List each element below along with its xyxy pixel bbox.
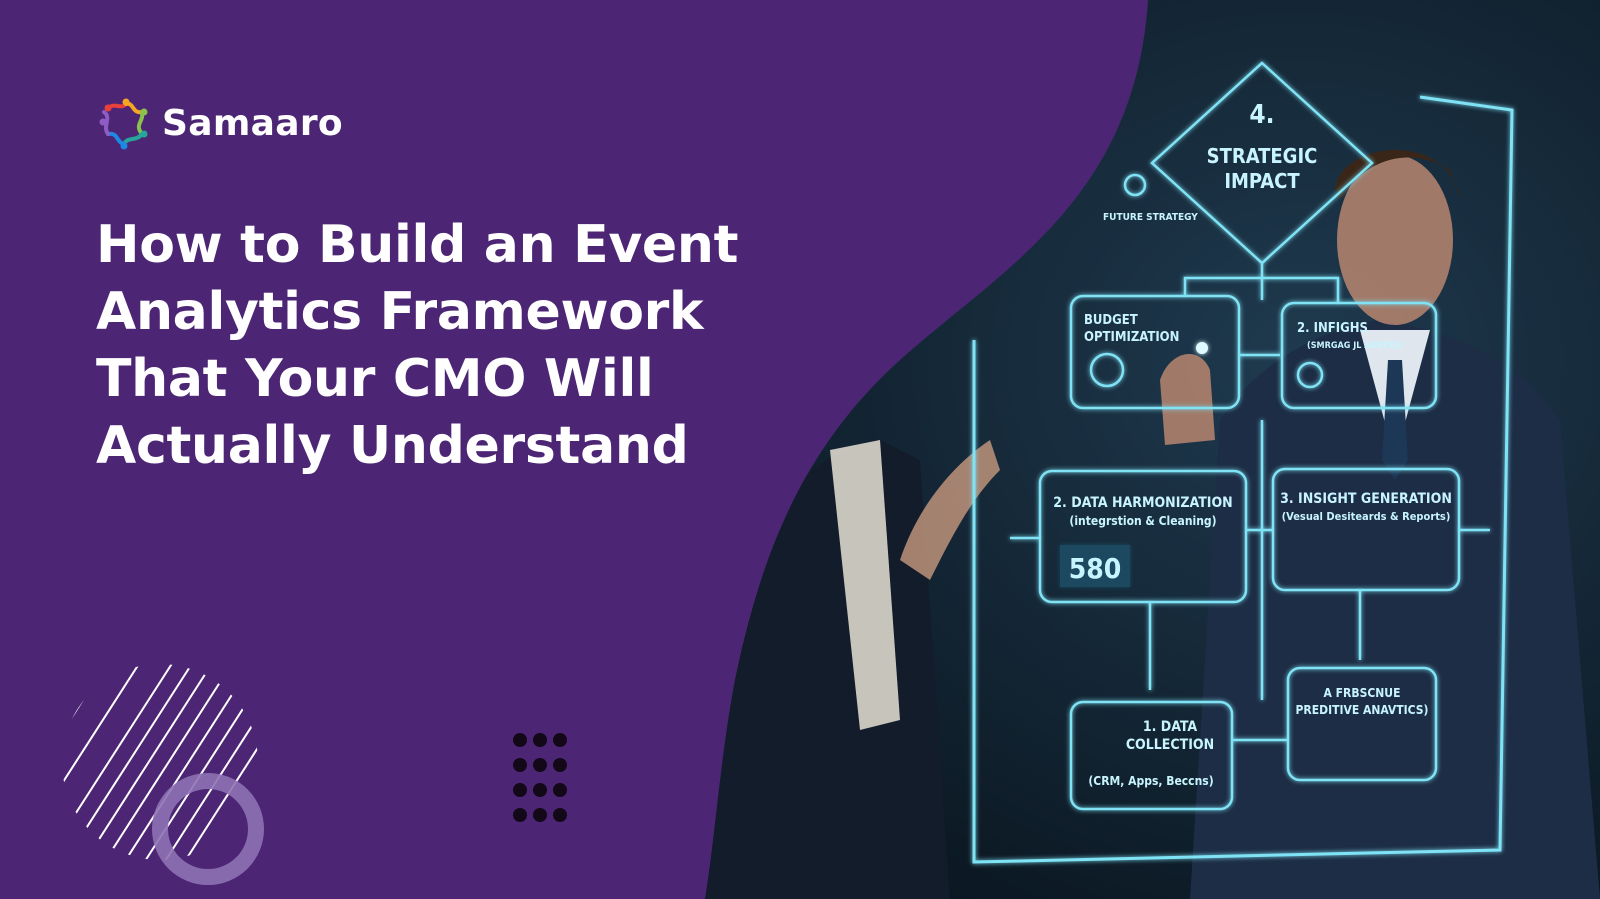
holo-data-collection-1: 1. DATA: [1143, 719, 1198, 735]
person-right-tie: [1382, 360, 1408, 480]
person-right-suit: [1190, 320, 1600, 899]
holo-impact: IMPACT: [1224, 169, 1300, 193]
person-right-hand: [1160, 353, 1215, 445]
page-title: How to Build an Event Analytics Framewor…: [96, 212, 796, 480]
holo-budget: BUDGET: [1084, 313, 1138, 328]
holo-insights-sub: (SMRGAG JL AARTKS): [1307, 341, 1404, 351]
brand-name: Samaaro: [162, 102, 343, 144]
person-right-face: [1337, 155, 1453, 325]
person-left: [705, 440, 950, 899]
holo-metric-580: 580: [1069, 552, 1122, 585]
dot: [513, 758, 527, 772]
touch-point: [1196, 342, 1208, 354]
dot: [553, 783, 567, 797]
person-right-hair: [1335, 150, 1460, 200]
dot: [553, 733, 567, 747]
holo-insights: 2. INFIGHS: [1297, 321, 1368, 336]
holo-data-harmonization: 2. DATA HARMONIZATION: [1053, 495, 1232, 511]
holo-data-collection-2: COLLECTION: [1126, 737, 1214, 753]
dot: [553, 808, 567, 822]
dot: [533, 758, 547, 772]
title-line-3: That Your CMO Will: [96, 349, 654, 409]
ring-decoration: [152, 773, 264, 885]
holo-predictive-1: A FRBSCNUE: [1324, 686, 1401, 700]
title-line-2: Analytics Framework: [96, 282, 704, 342]
dot: [513, 733, 527, 747]
brand-logo[interactable]: Samaaro: [98, 96, 343, 150]
holo-harmonization-sub: (integrstion & Cleaning): [1069, 514, 1216, 528]
holo-optimization: OPTIMIZATION: [1084, 330, 1179, 345]
holo-insight-generation: 3. INSIGHT GENERATION: [1280, 491, 1452, 507]
holo-data-collection-sub: (CRM, Apps, Beccns): [1088, 774, 1213, 788]
title-line-4: Actually Understand: [96, 416, 689, 476]
title-line-1: How to Build an Event: [96, 215, 739, 275]
holo-predictive-2: PREDITIVE ANAVTICS): [1296, 703, 1429, 717]
holo-future-strategy: FUTURE STRATEGY: [1103, 212, 1198, 223]
dot-grid-decoration: [513, 733, 567, 822]
holo-step: 4.: [1249, 100, 1274, 130]
dot: [513, 783, 527, 797]
samaaro-logo-icon: [99, 98, 148, 150]
holo-strategic: STRATEGIC: [1207, 144, 1318, 168]
dot: [553, 758, 567, 772]
hologram-diagram: [972, 61, 1514, 864]
dot: [533, 733, 547, 747]
holo-insight-sub: (Vesual Desiteards & Reports): [1282, 510, 1451, 523]
person-left-shirt: [830, 440, 900, 730]
dot: [533, 808, 547, 822]
dot: [513, 808, 527, 822]
dot: [533, 783, 547, 797]
